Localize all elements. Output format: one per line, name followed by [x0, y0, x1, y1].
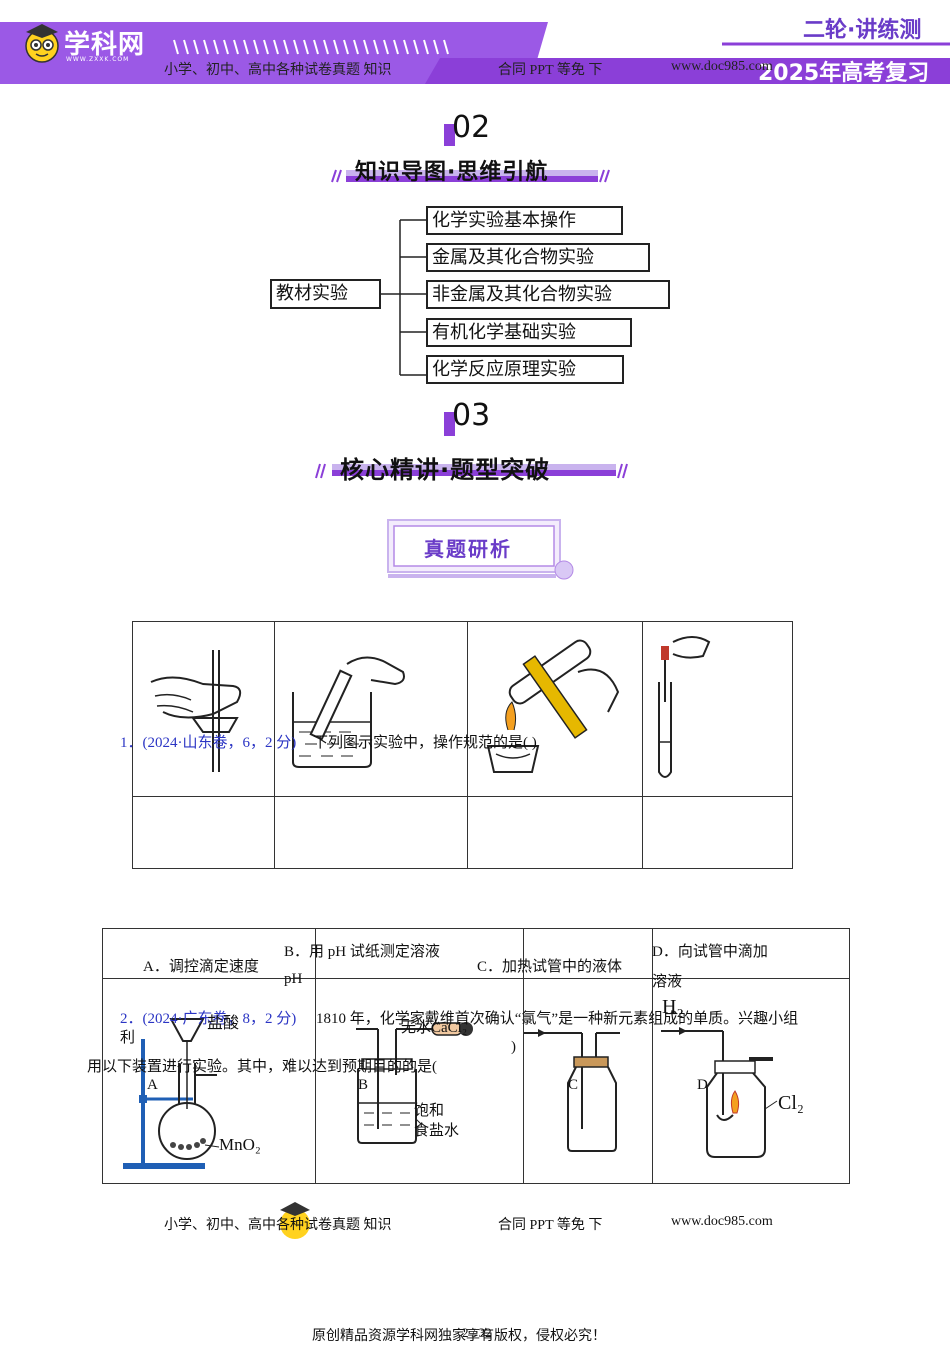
mindmap-branch-3: 非金属及其化合物实验 — [426, 280, 670, 309]
q1-fig-b — [273, 621, 469, 797]
badge-label: 真题研析 — [424, 537, 512, 561]
q2-label-a: A — [147, 1077, 158, 1093]
q1-option-c: C．加热试管中的液体 — [477, 959, 623, 975]
q1-fig-d — [641, 621, 793, 797]
mindmap-connectors — [380, 219, 426, 376]
mindmap-root: 教材实验 — [270, 279, 381, 309]
fig-label-brine-1: 饱和 — [414, 1103, 445, 1119]
chlorine-generator-icon — [123, 1018, 220, 1169]
q2-source: 2．(2024·广东卷，8，2 分) — [120, 1011, 297, 1027]
mindmap-branch-1: 化学实验基本操作 — [426, 206, 623, 235]
logo-subtext: WWW.ZXXK.COM — [66, 56, 130, 63]
footer-url[interactable]: www.doc985.com — [671, 1214, 773, 1229]
fig-label-h2: H₂ — [662, 996, 684, 1018]
fig-label-hcl: 盐酸 — [207, 1015, 240, 1032]
q1-option-a: A．调控滴定速度 — [143, 959, 259, 975]
q1-option-b-line1: B．用 pH 试纸测定溶液 — [284, 944, 440, 960]
q1-fig-a — [132, 621, 275, 797]
q1-fig-c — [467, 621, 643, 797]
mindmap-branch-2: 金属及其化合物实验 — [426, 243, 650, 272]
q1-stem: 下列图示实验中，操作规范的是( ) — [313, 735, 537, 751]
q1-figure-table — [132, 621, 793, 869]
section2-number: 02 — [452, 110, 491, 145]
q1-source: 1．(2024·山东卷，6，2 分) — [120, 735, 297, 751]
q2-figure-table — [102, 928, 851, 1184]
fig-label-cacl2: 无水CaCl₂ — [401, 1020, 468, 1036]
hydrogen-burning-in-chlorine-icon — [660, 1027, 778, 1158]
header-overlay-right[interactable]: www.doc985.com — [671, 59, 773, 74]
section3-title-decoration — [315, 463, 628, 479]
fig-label-brine-2: 食盐水 — [414, 1123, 460, 1139]
section2-title-decoration — [331, 169, 610, 183]
footer-text-mid: 合同 PPT 等免 下 — [498, 1218, 603, 1233]
q2-stem-close: ) — [511, 1039, 516, 1055]
header-overlay-mid: 合同 PPT 等免 下 — [498, 63, 603, 78]
header-banner — [0, 22, 950, 84]
copyright-notice: 原创精品资源学科网独家享有版权，侵权必究！ — [312, 1329, 606, 1344]
q2-label-d: D — [697, 1077, 708, 1093]
q2-label-c: C — [568, 1077, 579, 1093]
q2-stem: 1810 年，化学家戴维首次确认“氯气”是一种新元素组成的单质。兴趣小组 — [316, 1011, 799, 1027]
q1-option-b-line2: pH — [284, 971, 303, 987]
q1-option-d-line1: D．向试管中滴加 — [652, 944, 768, 960]
ph-paper-beaker-icon — [291, 656, 405, 768]
badge-frame — [387, 519, 574, 580]
dropper-test-tube-icon — [657, 636, 710, 778]
q1-option-d-line2: 溶液 — [652, 974, 683, 990]
mindmap-branch-4: 有机化学基础实验 — [426, 318, 632, 347]
logo-text: 学科网 — [64, 30, 146, 60]
heat-test-tube-icon — [486, 639, 620, 773]
page-number: 2 / 32 — [462, 1325, 492, 1340]
section2-title: 知识导图·思维引航 — [355, 160, 549, 185]
burette-titration-icon — [150, 650, 242, 772]
q2-fig-d — [651, 978, 851, 1184]
fig-label-cl2: Cl₂ — [778, 1092, 804, 1114]
section3-title: 核心精讲·题型突破 — [340, 456, 551, 484]
q2-label-b: B — [358, 1077, 369, 1093]
q2-stem-line2: 用以下装置进行实验。其中，难以达到预期目的的是( — [87, 1059, 437, 1075]
section2-number-marker — [444, 124, 455, 146]
section3-number-marker — [444, 412, 455, 436]
q2-stem-wrap: 利 — [120, 1030, 136, 1046]
q2-fig-b — [315, 978, 524, 1184]
year-title: 2025年高考复习 — [758, 61, 930, 86]
gas-bottle-icon — [523, 1029, 620, 1152]
header-overlay-left: 小学、初中、高中各种试卷真题 知识 — [164, 63, 392, 78]
footer-mascot-icon — [280, 1202, 310, 1239]
footer-text-left: 小学、初中、高中各种试卷真题 知识 — [164, 1218, 392, 1233]
fig-label-mno2: MnO₂ — [219, 1135, 261, 1154]
section3-number: 03 — [452, 398, 491, 433]
series-title: 二轮·讲练测 — [803, 18, 922, 43]
drying-washing-bottle-icon — [356, 1022, 473, 1144]
q2-fig-c — [522, 978, 653, 1184]
q2-fig-a — [102, 978, 316, 1184]
mindmap-branch-5: 化学反应原理实验 — [426, 355, 624, 384]
